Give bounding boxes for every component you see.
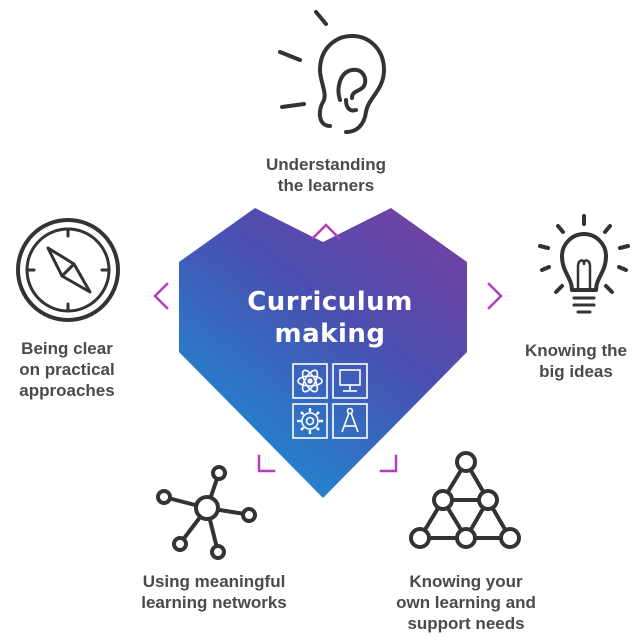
- drawing-compass-icon: [341, 407, 359, 433]
- heart-shape: [179, 208, 467, 498]
- label-line: support needs: [407, 614, 525, 633]
- center-title-line1: Curriculum: [247, 287, 413, 317]
- label-line: on practical: [19, 360, 115, 379]
- ear-icon: [278, 10, 386, 134]
- network-icon: [156, 465, 257, 560]
- label-line: Knowing the: [525, 341, 627, 360]
- label-line: learning networks: [141, 593, 287, 612]
- label-learning-support-needs: Knowing your own learning and support ne…: [370, 571, 562, 634]
- label-meaningful-networks: Using meaningful learning networks: [118, 571, 310, 613]
- compass-icon: [16, 218, 120, 322]
- center-icon-grid: [292, 363, 368, 439]
- label-practical-approaches: Being clear on practical approaches: [4, 338, 130, 401]
- corner-bottom-left-icon: [257, 454, 276, 473]
- atom-icon: [297, 369, 323, 393]
- chevron-left-icon: [153, 282, 169, 310]
- lightbulb-icon: [538, 214, 630, 314]
- label-line: big ideas: [539, 362, 613, 381]
- chevron-marks: [153, 223, 503, 473]
- center-title: Curriculum making: [215, 286, 445, 350]
- chevron-up-icon: [311, 223, 341, 240]
- center-title-line2: making: [274, 319, 386, 349]
- chevron-right-icon: [487, 282, 503, 310]
- monitor-icon: [339, 369, 361, 392]
- gear-icon: [297, 408, 323, 434]
- label-line: Being clear: [21, 339, 113, 358]
- label-line: own learning and: [396, 593, 536, 612]
- label-line: approaches: [19, 381, 115, 400]
- label-line: Using meaningful: [142, 572, 286, 591]
- label-understanding-learners: Understanding the learners: [230, 154, 422, 196]
- label-line: Understanding: [266, 155, 386, 174]
- corner-bottom-right-icon: [379, 454, 398, 473]
- label-line: the learners: [277, 176, 375, 195]
- label-line: Knowing your: [409, 572, 523, 591]
- label-knowing-big-ideas: Knowing the big ideas: [514, 340, 638, 382]
- triangle-network-icon: [409, 451, 521, 549]
